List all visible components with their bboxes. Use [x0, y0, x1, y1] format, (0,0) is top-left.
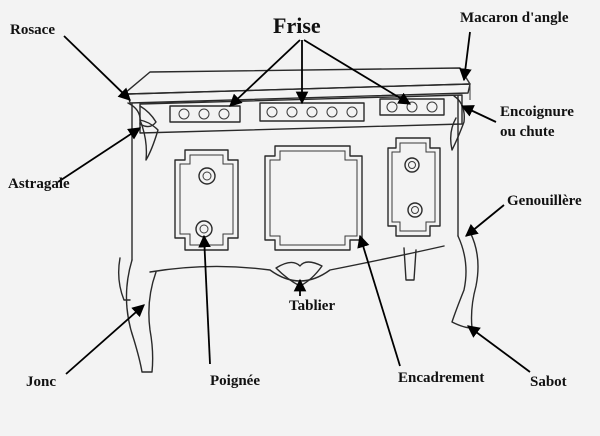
tablier-ornament [275, 261, 323, 287]
label-rosace: Rosace [10, 22, 55, 38]
frieze-panel-left [169, 105, 241, 123]
left-rosace-ornament [127, 102, 157, 128]
center-panel-frame [264, 145, 363, 251]
front-right-leg [451, 231, 479, 329]
frieze-panel-center [259, 102, 365, 122]
left-back-leg [117, 257, 131, 301]
label-sabot: Sabot [530, 374, 567, 390]
left-panel-frame [174, 149, 239, 251]
label-astragale: Astragale [8, 176, 70, 192]
frieze-panel-right [379, 98, 445, 116]
frieze-rings [178, 101, 438, 120]
commode-illustration [117, 67, 479, 373]
label-macaron-angle: Macaron d'angle [460, 10, 569, 26]
right-panel-frame [387, 137, 441, 237]
front-left-leg [125, 259, 157, 373]
label-genouillere: Genouillère [507, 193, 582, 209]
left-chute-ornament [139, 119, 159, 161]
label-encoignure-line1: Encoignure [500, 104, 574, 120]
frieze-band [139, 94, 463, 134]
label-encoignure-line2: ou chute [500, 124, 555, 140]
top-slab [124, 67, 471, 95]
back-leg [403, 247, 417, 281]
label-jonc: Jonc [26, 374, 56, 390]
label-tablier: Tablier [289, 298, 336, 314]
drawer-handles [195, 157, 423, 238]
label-poignee: Poignée [210, 373, 260, 389]
label-frise: Frise [273, 13, 321, 38]
leader-lines [57, 31, 531, 375]
label-encadrement: Encadrement [398, 370, 485, 386]
